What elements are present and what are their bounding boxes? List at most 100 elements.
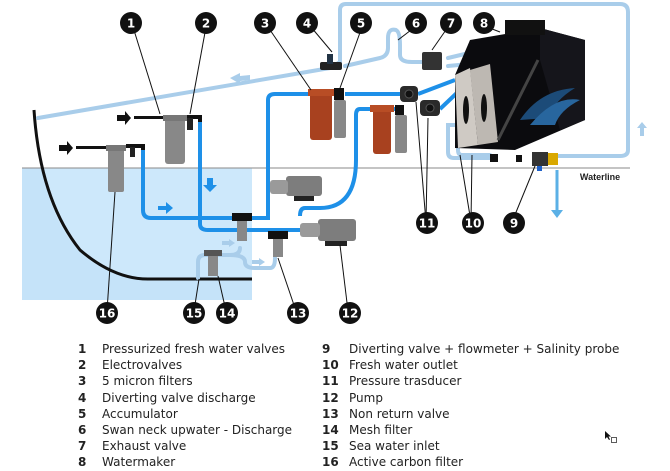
legend-text: Diverting valve + flowmeter + Salinity p… xyxy=(349,342,620,356)
diverting-valve-discharge xyxy=(320,54,342,70)
legend-number: 14 xyxy=(322,422,339,437)
legend-text: Swan neck upwater - Discharge xyxy=(102,422,293,437)
non-return-valve xyxy=(268,231,288,257)
legend-number: 4 xyxy=(78,390,87,405)
legend-text: Watermaker xyxy=(102,455,176,470)
callout-label: 12 xyxy=(342,307,359,321)
legend-item: 4 Diverting valve discharge xyxy=(78,390,292,406)
legend-text: Exhaust valve xyxy=(102,439,187,454)
callout-label: 3 xyxy=(261,17,269,31)
callout-label: 7 xyxy=(447,17,455,31)
arrow-right-icon xyxy=(252,258,265,266)
hull xyxy=(32,109,252,281)
callout-5: 5 xyxy=(350,12,372,34)
callout-label: 13 xyxy=(290,307,307,321)
micron-filter-red-1 xyxy=(308,88,346,140)
callout-13: 13 xyxy=(287,302,309,324)
callout-label: 5 xyxy=(357,17,365,31)
legend-text: Pressurized fresh water valves xyxy=(102,342,286,356)
callout-16: 16 xyxy=(96,302,118,324)
callout-1: 1 xyxy=(120,12,142,34)
callout-label: 1 xyxy=(127,17,135,31)
leader-lines xyxy=(106,26,536,312)
sea-gradient-cover xyxy=(22,168,252,300)
watermaker-installation-diagram: Waterline xyxy=(22,2,647,324)
mesh-filter xyxy=(204,250,222,276)
active-carbon-filter xyxy=(106,144,145,192)
legend-number: 10 xyxy=(322,358,339,373)
pump-lower xyxy=(300,219,356,246)
legend-item: 15 Sea water inlet xyxy=(322,438,619,454)
legend-number: 8 xyxy=(78,455,87,470)
callout-15: 15 xyxy=(183,302,205,324)
legend-text: Sea water inlet xyxy=(349,439,440,454)
arrow-right-icon xyxy=(117,111,131,125)
pressure-transducer-1 xyxy=(400,86,418,102)
legend-number: 12 xyxy=(322,390,339,405)
pressure-transducer-2 xyxy=(420,100,440,116)
legend-text: Electrovalves xyxy=(102,358,183,373)
callout-label: 11 xyxy=(419,217,436,231)
callout-label: 10 xyxy=(465,217,482,231)
legend-item: 14 Mesh filter xyxy=(322,422,619,438)
legend-item: 5 Accumulator xyxy=(78,406,292,422)
legend-item: 13 Non return valve xyxy=(322,406,619,422)
legend-text: Non return valve xyxy=(349,406,450,421)
exhaust-valve xyxy=(422,52,442,70)
micron-filter-red-2 xyxy=(370,105,407,154)
legend-number: 2 xyxy=(78,358,87,373)
legend-number: 13 xyxy=(322,406,339,421)
legend-number: 5 xyxy=(78,406,87,421)
callout-label: 9 xyxy=(510,217,518,231)
legend-item: 8 Watermaker xyxy=(78,454,292,470)
callout-label: 14 xyxy=(219,307,236,321)
callout-label: 4 xyxy=(303,17,311,31)
callout-label: 16 xyxy=(99,307,116,321)
callout-11: 11 xyxy=(416,212,438,234)
callout-12: 12 xyxy=(339,302,361,324)
callout-2: 2 xyxy=(195,12,217,34)
mouse-cursor-icon xyxy=(605,431,617,443)
arrow-right-icon xyxy=(158,202,173,214)
callout-6: 6 xyxy=(405,12,427,34)
discharge-flow-arrows xyxy=(222,73,647,266)
legend-item: 16 Active carbon filter xyxy=(322,454,619,470)
legend-number: 16 xyxy=(322,455,339,470)
arrow-down-icon xyxy=(551,210,563,218)
callout-label: 15 xyxy=(186,307,203,321)
arrow-right-icon xyxy=(59,141,73,155)
legend-number: 15 xyxy=(322,439,339,454)
legend-text: Active carbon filter xyxy=(349,455,464,470)
legend-number: 11 xyxy=(322,374,339,389)
pump-upper xyxy=(270,176,322,201)
callout-3: 3 xyxy=(254,12,276,34)
callout-7: 7 xyxy=(440,12,462,34)
callout-14: 14 xyxy=(216,302,238,324)
legend-text: Accumulator xyxy=(102,406,178,421)
callout-10: 10 xyxy=(462,212,484,234)
electrovalve-filter-1 xyxy=(163,115,202,164)
legend-item: 2 Electrovalves xyxy=(78,357,292,373)
callout-label: 2 xyxy=(202,17,210,31)
legend-number: 7 xyxy=(78,439,87,454)
callout-4: 4 xyxy=(296,12,318,34)
legend-number: 6 xyxy=(78,422,87,437)
legend-item: 6 Swan neck upwater - Discharge xyxy=(78,422,292,438)
tee-fitting xyxy=(232,213,252,241)
legend-text: 5 micron filters xyxy=(102,374,193,389)
legend-text: Mesh filter xyxy=(349,422,413,437)
arrow-down-icon xyxy=(203,178,217,192)
waterline-label: Waterline xyxy=(580,172,620,182)
legend-text: Diverting valve discharge xyxy=(102,390,256,405)
callout-label: 6 xyxy=(412,17,420,31)
arrow-left-icon xyxy=(230,73,250,84)
legend-item: 3 5 micron filters xyxy=(78,373,292,389)
legend-number: 3 xyxy=(78,374,87,389)
arrow-up-icon xyxy=(637,122,647,136)
